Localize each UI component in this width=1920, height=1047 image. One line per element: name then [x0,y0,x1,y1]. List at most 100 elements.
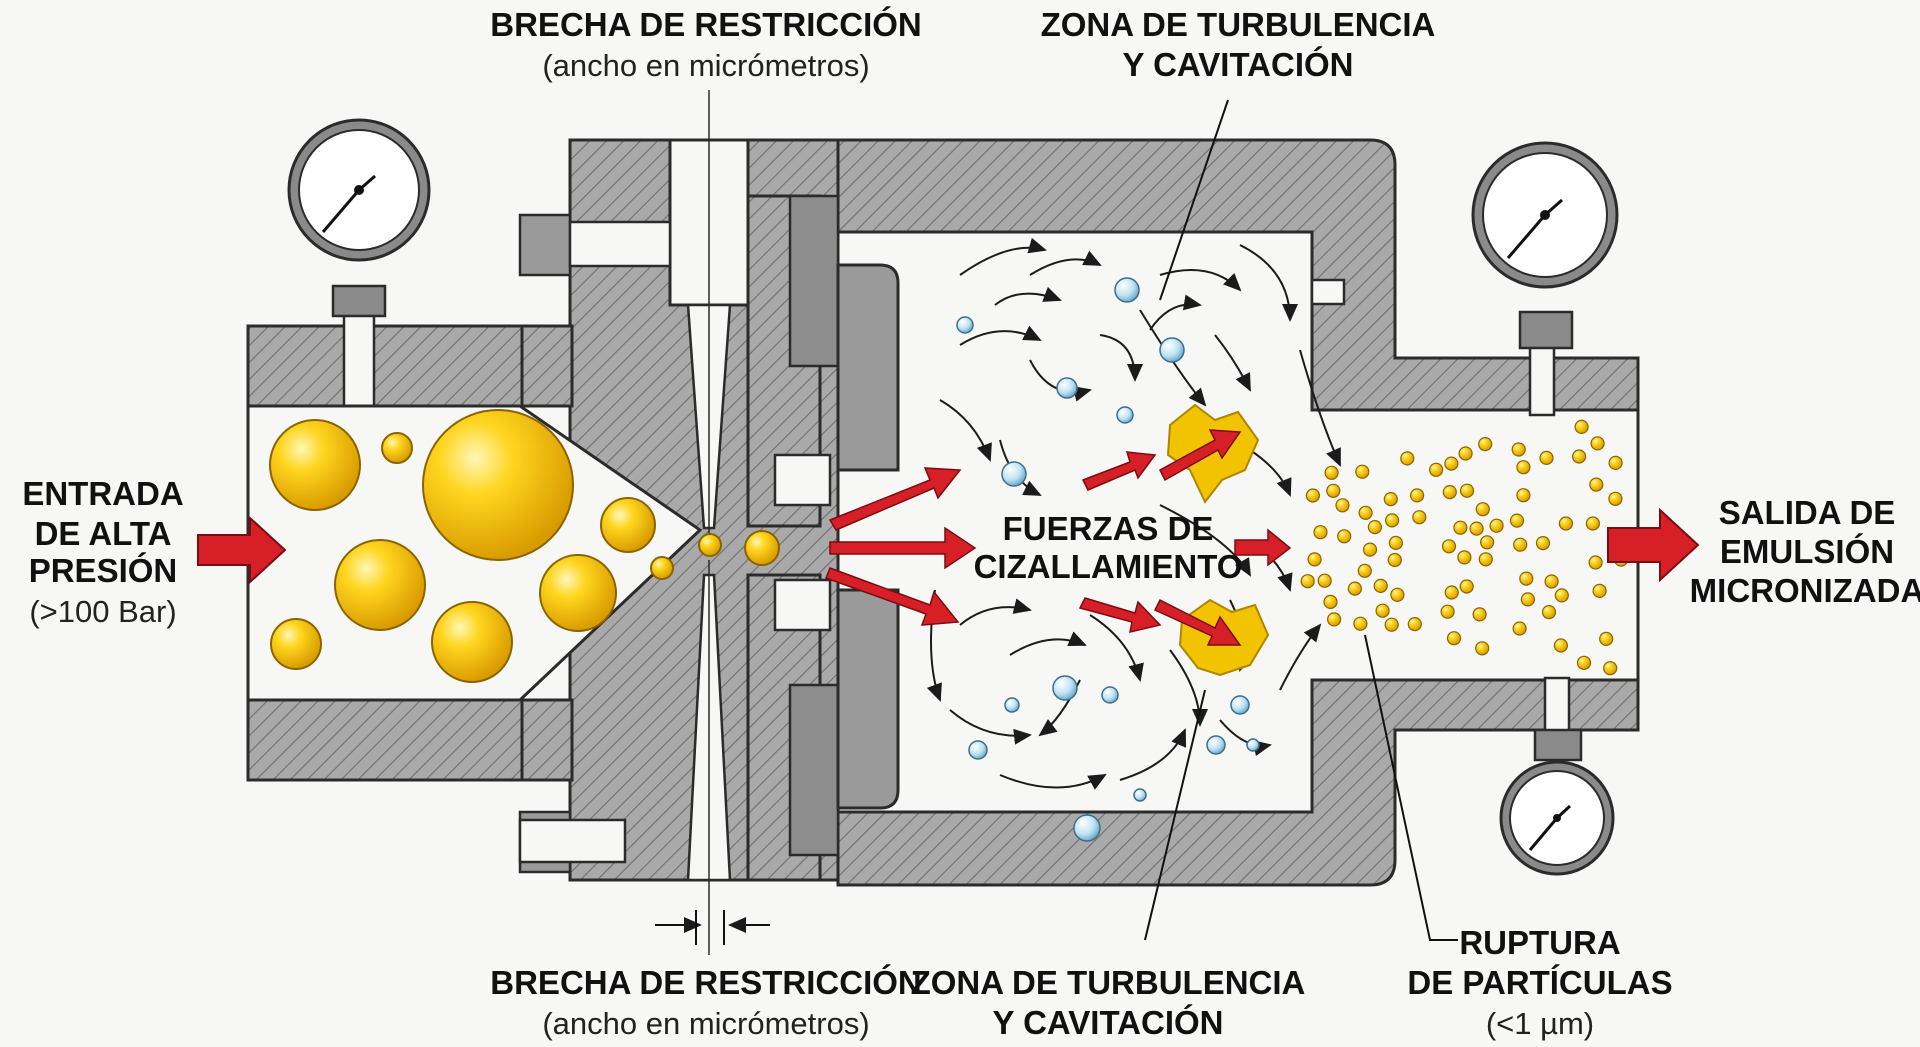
micronized-droplets [1300,419,1629,676]
micro-droplet [1509,513,1525,528]
micro-droplet [1453,520,1468,535]
label-inlet: ENTRADA DE ALTA PRESIÓN (>100 Bar) [22,475,183,629]
label-rupture-sub: (<1 µm) [1486,1006,1594,1041]
micro-droplet [1362,542,1378,557]
label-gap-top: BRECHA DE RESTRICCIÓN (ancho en micrómet… [490,6,921,83]
micro-droplet [1554,588,1569,603]
micro-droplet [1516,460,1531,475]
micro-droplet [1603,661,1618,676]
label-shear: FUERZAS DE CIZALLAMIENTO [974,510,1243,585]
micro-droplet [1553,638,1569,653]
label-turbulence-top-line1: ZONA DE TURBULENCIA [1041,6,1436,43]
micro-droplet [1541,604,1557,620]
micro-droplet [1446,631,1462,646]
inlet-droplets [269,409,780,683]
micro-droplet [1390,587,1405,602]
label-outlet-line3: MICRONIZADA [1690,572,1920,609]
micro-droplet [1384,513,1400,528]
micro-droplet [1375,603,1390,618]
micro-droplet [1323,594,1338,610]
micro-droplet [1520,592,1536,607]
label-turbulence-bottom: ZONA DE TURBULENCIA Y CAVITACIÓN [911,964,1306,1041]
label-gap-top-sub: (ancho en micrómetros) [542,48,869,83]
main-housing [246,90,1640,955]
label-turbulence-bottom-line2: Y CAVITACIÓN [992,1004,1223,1041]
micro-droplet [1535,535,1551,551]
micro-droplet [1358,505,1373,520]
micro-droplet [1608,491,1623,506]
micro-droplet [1442,485,1457,500]
micro-droplet [1592,583,1607,599]
micro-droplet [1317,573,1332,588]
micro-droplet [1585,516,1601,531]
label-turbulence-top: ZONA DE TURBULENCIA Y CAVITACIÓN [1041,6,1436,83]
label-gap-bottom: BRECHA DE RESTRICCIÓN (ancho en micrómet… [490,964,921,1041]
label-gap-top-title: BRECHA DE RESTRICCIÓN [490,6,921,43]
label-outlet-line1: SALIDA DE [1719,494,1896,531]
micro-droplet [1387,552,1402,568]
micro-droplet [1539,450,1554,465]
micro-droplet [1367,519,1383,535]
micro-droplet [1589,477,1604,492]
shear-force-arrows [825,429,1292,646]
label-rupture-line1: RUPTURA [1459,924,1620,961]
micro-droplet [1571,449,1587,464]
label-inlet-line1: ENTRADA [22,475,183,512]
micro-droplet [1305,488,1321,503]
micro-droplet [1576,655,1592,670]
micro-droplet [1516,488,1531,503]
leader-lines [655,99,1458,945]
label-outlet: SALIDA DE EMULSIÓN MICRONIZADA [1690,494,1920,609]
label-outlet-line2: EMULSIÓN [1720,533,1894,570]
micro-droplet [1599,631,1614,647]
micro-droplet [1479,535,1495,550]
micro-droplet [1400,451,1415,466]
micro-droplet [1489,518,1504,533]
pressure-gauge-outlet-top [1471,141,1619,350]
micro-droplet [1409,488,1425,503]
micro-droplet [1459,483,1475,498]
label-turbulence-top-line2: Y CAVITACIÓN [1122,46,1353,83]
micro-droplet [1441,539,1457,554]
label-inlet-line2: DE ALTA [35,515,172,552]
micro-droplet [1337,529,1352,544]
micro-droplet [1469,521,1484,536]
micro-droplet [1444,585,1459,600]
micro-droplet [1300,574,1315,589]
pressure-gauge-inlet [287,118,431,318]
micro-droplet [1513,537,1528,552]
micro-droplet [1458,446,1473,461]
micro-droplet [1440,604,1455,619]
micro-droplet [1326,483,1341,498]
micro-droplet [1478,437,1493,452]
micro-droplet [1544,574,1559,589]
outlet-arrow-icon [1607,507,1700,583]
micro-droplet [1444,456,1459,471]
micro-droplet [1388,535,1404,551]
micro-droplet [1428,462,1444,477]
micro-droplet [1324,465,1339,480]
micro-droplet [1373,578,1388,594]
micro-droplet [1347,581,1363,596]
micro-droplet [1574,419,1589,434]
micro-droplet [1590,436,1605,451]
micro-droplet [1326,612,1342,627]
micro-droplet [1472,607,1487,622]
inlet-arrow-icon [197,515,287,585]
label-turbulence-bottom-line1: ZONA DE TURBULENCIA [911,964,1306,1001]
micro-droplet [1588,555,1603,570]
label-shear-line2: CIZALLAMIENTO [974,548,1243,585]
micro-droplet [1307,552,1322,567]
micro-droplet [1475,502,1490,517]
label-rupture-line2: DE PARTÍCULAS [1407,964,1672,1001]
label-inlet-line3: PRESIÓN [29,552,178,589]
label-rupture: RUPTURA DE PARTÍCULAS (<1 µm) [1407,924,1672,1041]
micro-droplet [1558,516,1574,531]
micro-droplet [1457,550,1472,565]
label-shear-line1: FUERZAS DE [1003,510,1214,547]
micro-droplet [1478,552,1493,567]
cavitation-bubbles [956,277,1260,842]
micro-droplet [1357,563,1372,578]
label-gap-bottom-title: BRECHA DE RESTRICCIÓN [490,964,921,1001]
